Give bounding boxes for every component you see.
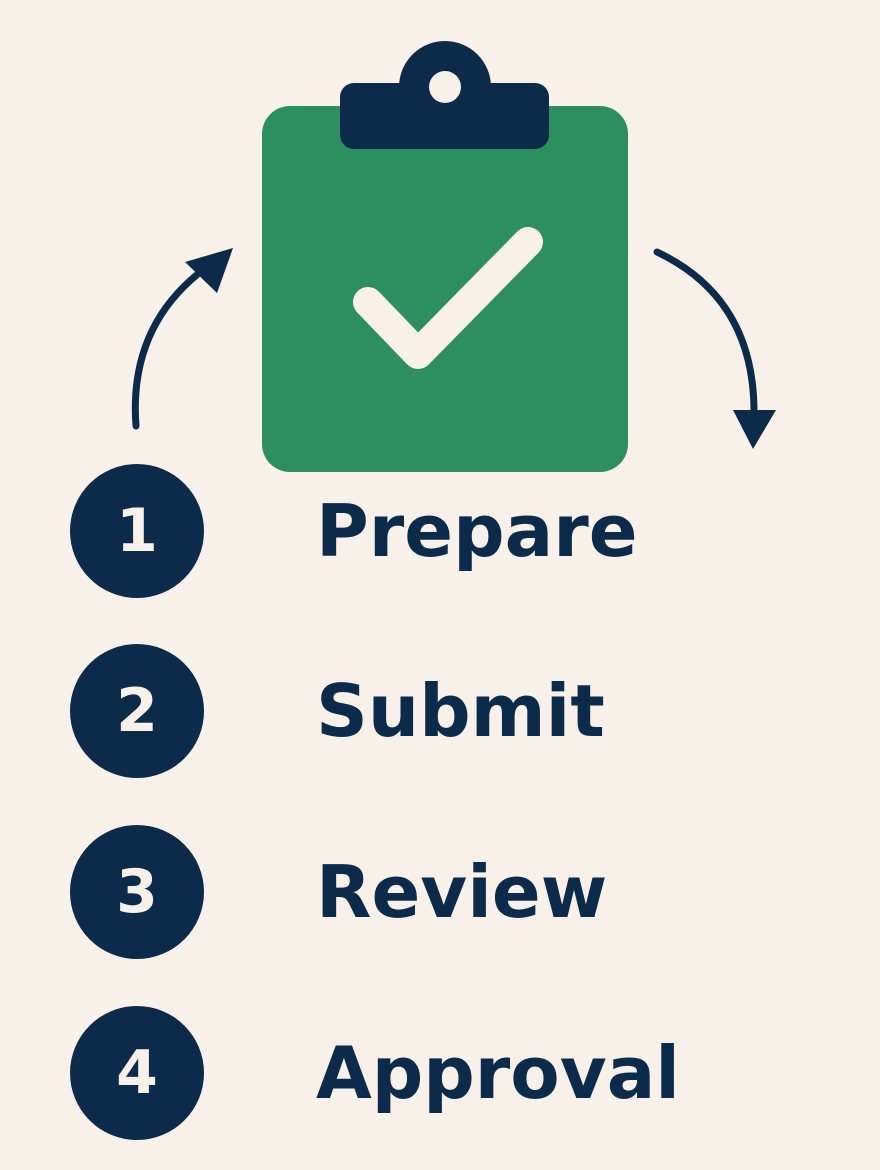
- step-label: Prepare: [316, 489, 638, 573]
- step-number-badge: 3: [70, 825, 204, 959]
- curved-arrow-up-icon: [131, 248, 233, 430]
- step-label: Review: [316, 850, 608, 934]
- clipboard-icon: [262, 41, 628, 472]
- step-1: 1 Prepare: [70, 464, 830, 598]
- curved-arrow-down-icon: [653, 248, 776, 449]
- step-number-badge: 1: [70, 464, 204, 598]
- clipboard-clip: [340, 41, 549, 149]
- step-4: 4 Approval: [70, 1006, 830, 1140]
- step-3: 3 Review: [70, 825, 830, 959]
- step-2: 2 Submit: [70, 644, 830, 778]
- check-icon: [353, 227, 543, 369]
- step-label: Submit: [316, 669, 605, 753]
- step-label: Approval: [316, 1031, 680, 1115]
- clipboard-board: [262, 106, 628, 472]
- step-number-badge: 2: [70, 644, 204, 778]
- clipboard-graphic: [131, 41, 776, 472]
- step-number-badge: 4: [70, 1006, 204, 1140]
